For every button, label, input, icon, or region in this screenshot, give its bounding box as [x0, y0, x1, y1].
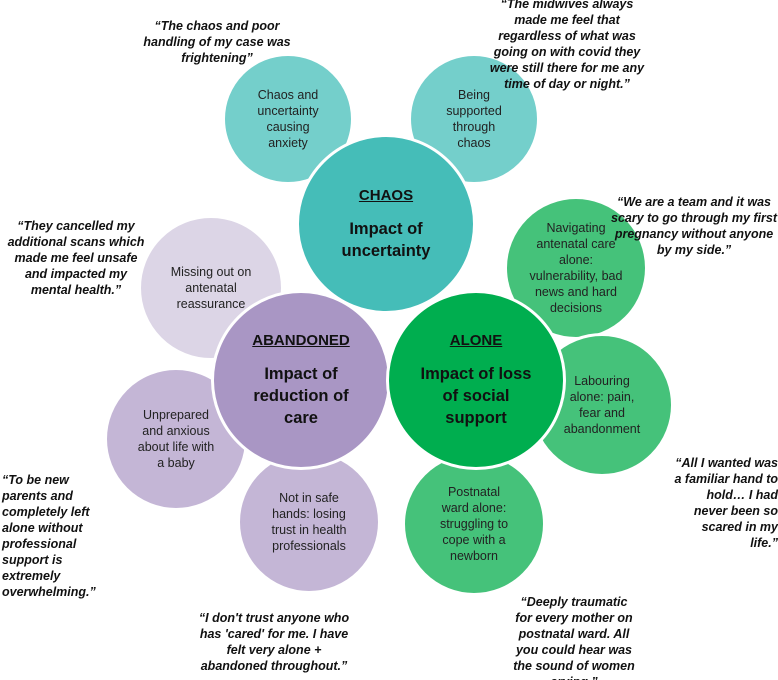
quote-abandoned-trust: “I don't trust anyone who has 'cared' fo… [198, 611, 350, 673]
quote-chaos-frightening: “The chaos and poor handling of my case … [143, 19, 291, 65]
quote-chaos-supported: “The midwives always made me feel that r… [489, 0, 645, 91]
theme-subtitle: Impact of loss of social support [420, 364, 532, 427]
subtheme-label: Navigating antenatal care alone: vulnera… [529, 221, 623, 315]
quote-abandoned-scans: “They cancelled my additional scans whic… [7, 219, 145, 297]
theme-abandoned: ABANDONED Impact of reduction of care [211, 290, 391, 470]
theme-subtitle: Impact of reduction of care [253, 364, 349, 427]
subtheme-label: Not in safe hands: losing trust in healt… [271, 491, 347, 553]
subtheme-label: Labouring alone: pain, fear and abandonm… [563, 374, 641, 436]
subtheme-chaos-anxiety: Chaos and uncertainty causing anxiety [222, 53, 354, 185]
subtheme-label: Chaos and uncertainty causing anxiety [257, 88, 319, 150]
theme-chaos: CHAOS Impact of uncertainty [296, 134, 476, 314]
theme-title: ABANDONED [252, 331, 350, 349]
subtheme-label: Postnatal ward alone: struggling to cope… [439, 485, 509, 563]
theme-alone: ALONE Impact of loss of social support [386, 290, 566, 470]
quote-abandoned-new-parents: “To be new parents and completely left a… [2, 473, 96, 599]
subtheme-label: Missing out on antenatal reassurance [170, 265, 252, 311]
quote-alone-team: “We are a team and it was scary to go th… [611, 195, 777, 257]
quote-alone-traumatic: “Deeply traumatic for every mother on po… [513, 595, 635, 680]
theme-title: ALONE [449, 331, 503, 349]
subtheme-label: Being supported through chaos [446, 88, 502, 150]
subtheme-alone-postnatal: Postnatal ward alone: struggling to cope… [402, 452, 546, 596]
quote-alone-familiar-hand: “All I wanted was a familiar hand to hol… [674, 456, 778, 550]
theme-subtitle: Impact of uncertainty [341, 219, 431, 260]
theme-title: CHAOS [358, 186, 414, 204]
subtheme-label: Unprepared and anxious about life with a… [137, 408, 215, 470]
subtheme-abandoned-trust: Not in safe hands: losing trust in healt… [237, 450, 381, 594]
